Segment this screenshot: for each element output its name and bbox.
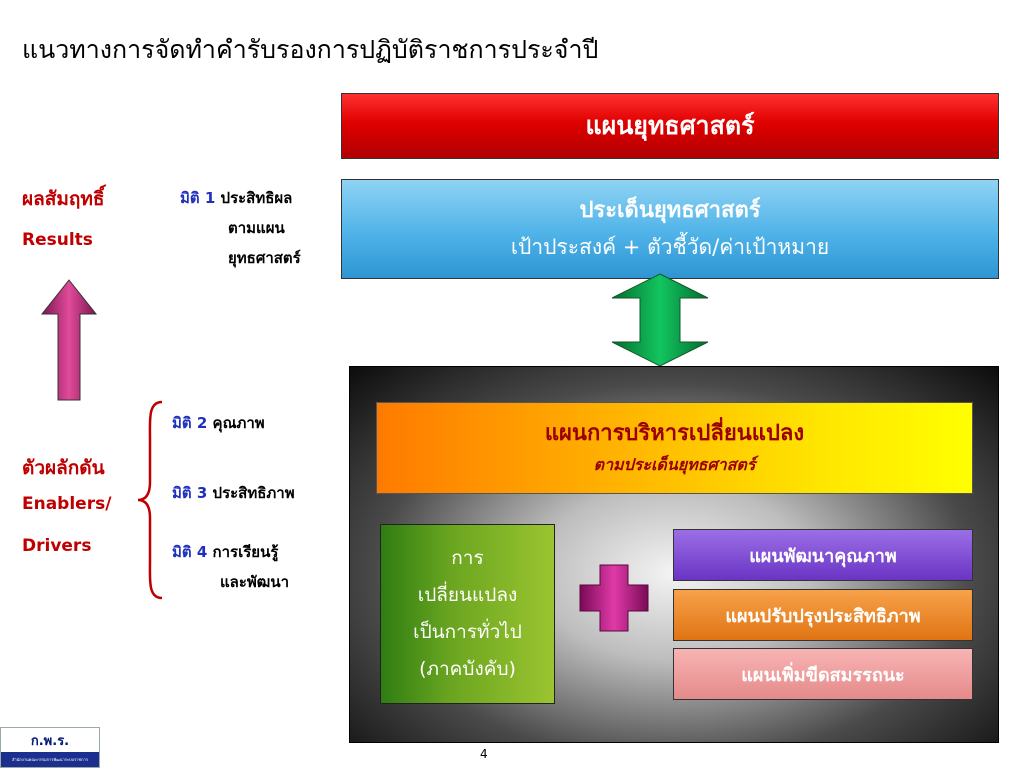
dimension-3-number: 3: [196, 484, 208, 502]
general-change-line4: (ภาคบังคับ): [419, 658, 516, 680]
page-title: แนวทางการจัดทำคำรับรองการปฏิบัติราชการปร…: [22, 35, 599, 64]
general-change-line1: การ: [451, 547, 484, 569]
dimension-3: มิติ 3 ประสิทธิภาพ: [172, 478, 295, 508]
dimension-4: มิติ 4 การเรียนรู้ และพัฒนา: [172, 537, 289, 597]
dimension-1: มิติ 1 ประสิทธิผล ตามแผน ยุทธศาสตร์: [180, 183, 301, 273]
brace-icon: [137, 400, 163, 600]
dimension-4-number: 4: [196, 543, 208, 561]
strategic-issue-box: ประเด็นยุทธศาสตร์ เป้าประสงค์ + ตัวชี้วั…: [341, 179, 999, 279]
strategic-issue-subtitle: เป้าประสงค์ + ตัวชี้วัด/ค่าเป้าหมาย: [510, 235, 830, 259]
dimension-1-number: 1: [204, 189, 216, 207]
strategic-plan-label: แผนยุทธศาสตร์: [585, 111, 755, 140]
capacity-plan-box: แผนเพิ่มขีดสมรรถนะ: [673, 648, 973, 700]
quality-plan-label: แผนพัฒนาคุณภาพ: [749, 545, 897, 567]
general-change-line3: เป็นการทั่วไป: [413, 621, 522, 643]
dimension-1-label: มิติ: [180, 189, 200, 207]
up-arrow-icon: [40, 279, 98, 401]
change-plan-title: แผนการบริหารเปลี่ยนแปลง: [544, 421, 805, 446]
dimension-2-number: 2: [196, 414, 208, 432]
strategic-issue-title: ประเด็นยุทธศาสตร์: [579, 198, 761, 223]
dimension-3-label: มิติ: [172, 484, 192, 502]
logo-name: ก.พ.ร.: [30, 733, 70, 749]
general-change-box: การ เปลี่ยนแปลง เป็นการทั่วไป (ภาคบังคับ…: [380, 524, 555, 704]
capacity-plan-label: แผนเพิ่มขีดสมรรถนะ: [741, 664, 905, 686]
double-arrow-icon: [611, 273, 709, 367]
dimension-3-text1: ประสิทธิภาพ: [212, 484, 295, 502]
dimension-2-text1: คุณภาพ: [212, 414, 265, 432]
dimension-1-text1: ประสิทธิผล: [220, 189, 293, 207]
logo-subtitle: สำนักงานคณะกรรมการพัฒนาระบบราชการ: [1, 752, 99, 767]
results-english-label: Results: [22, 230, 93, 250]
enablers-thai-label: ตัวผลักดัน: [22, 457, 105, 479]
strategic-plan-box: แผนยุทธศาสตร์: [341, 93, 999, 159]
drivers-english-label: Drivers: [22, 536, 92, 556]
enablers-english-label: Enablers/: [22, 494, 112, 514]
change-management-plan-box: แผนการบริหารเปลี่ยนแปลง ตามประเด็นยุทธศา…: [376, 402, 973, 494]
dimension-2-label: มิติ: [172, 414, 192, 432]
general-change-line2: เปลี่ยนแปลง: [417, 584, 518, 606]
dimension-4-text2: และพัฒนา: [220, 573, 290, 591]
dimension-1-text2: ตามแผน: [228, 219, 285, 237]
plus-icon: [579, 564, 649, 632]
change-plan-subtitle: ตามประเด็นยุทธศาสตร์: [593, 455, 756, 474]
efficiency-plan-label: แผนปรับปรุงประสิทธิภาพ: [725, 605, 921, 627]
dimension-1-text3: ยุทธศาสตร์: [228, 249, 301, 267]
page-number: 4: [480, 747, 488, 761]
opdc-logo: ก.พ.ร. สำนักงานคณะกรรมการพัฒนาระบบราชการ: [0, 727, 100, 768]
dimension-4-label: มิติ: [172, 543, 192, 561]
efficiency-plan-box: แผนปรับปรุงประสิทธิภาพ: [673, 589, 973, 641]
quality-plan-box: แผนพัฒนาคุณภาพ: [673, 529, 973, 581]
dimension-2: มิติ 2 คุณภาพ: [172, 408, 265, 438]
dimension-4-text1: การเรียนรู้: [212, 543, 279, 561]
results-thai-label: ผลสัมฤทธิ์: [22, 188, 105, 210]
